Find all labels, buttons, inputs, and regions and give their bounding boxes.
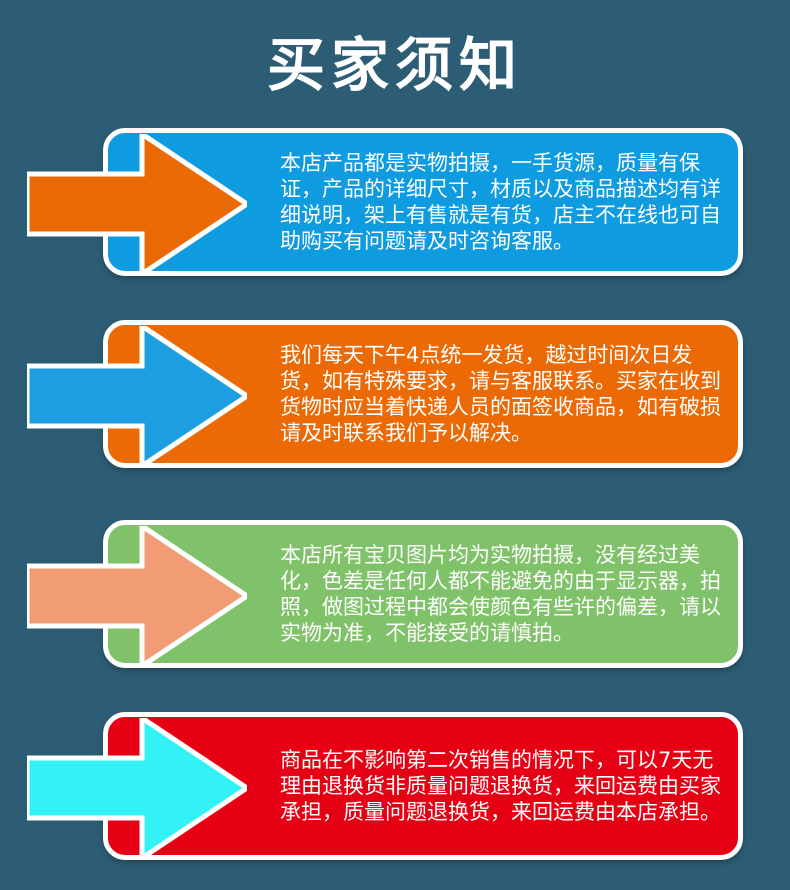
notice-text: 商品在不影响第二次销售的情况下，可以7天无理由退换货非质量问题退换货，来回运费由… xyxy=(280,748,721,824)
notice-text: 本店产品都是实物拍摄，一手货源，质量有保证，产品的详细尺寸，材质以及商品描述均有… xyxy=(280,151,721,253)
right-arrow-icon xyxy=(27,526,247,666)
right-arrow-icon xyxy=(27,134,247,274)
notice-text: 我们每天下午4点统一发货，越过时间次日发货，如有特殊要求，请与客服联系。买家在收… xyxy=(280,343,721,445)
right-arrow-icon xyxy=(27,326,247,466)
right-arrow-icon xyxy=(27,718,247,858)
page-title: 买家须知 xyxy=(266,31,523,99)
notice-card-2: 我们每天下午4点统一发货，越过时间次日发货，如有特殊要求，请与客服联系。买家在收… xyxy=(103,320,743,468)
notice-card-1: 本店产品都是实物拍摄，一手货源，质量有保证，产品的详细尺寸，材质以及商品描述均有… xyxy=(103,128,743,276)
notice-text: 本店所有宝贝图片均为实物拍摄，没有经过美化，色差是任何人都不能避免的由于显示器，… xyxy=(280,543,721,645)
